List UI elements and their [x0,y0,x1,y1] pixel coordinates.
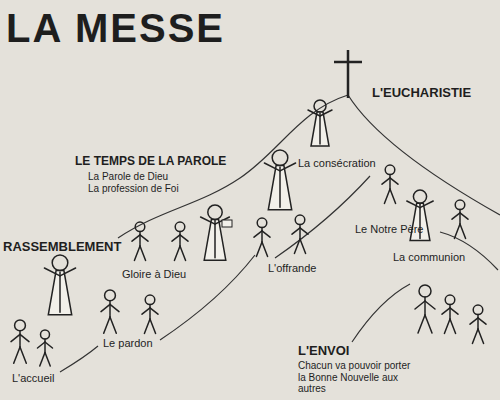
step-label: Le pardon [103,337,153,350]
figures [11,100,486,366]
step-label: La consécration [298,157,376,170]
cross [334,50,362,98]
section-heading: L'ENVOI [298,344,350,359]
step-label: La communion [393,251,465,264]
step-label: L'offrande [268,262,316,275]
section-heading: LE TEMPS DE LA PAROLE [75,155,226,169]
section-heading: RASSEMBLEMENT [3,240,121,255]
step-label: Le Notre Père [355,223,423,236]
step-label: Gloire à Dieu [122,268,186,281]
section-heading: L'EUCHARISTIE [372,86,471,101]
step-label: La Parole de Dieu [88,171,168,183]
hill-lines [60,95,500,372]
step-label: La profession de Foi [88,183,179,195]
page-title: LA MESSE [6,6,225,51]
note-text: Chacun va pouvoir porter la Bonne Nouvel… [298,360,418,395]
step-label: L'accueil [12,372,54,385]
